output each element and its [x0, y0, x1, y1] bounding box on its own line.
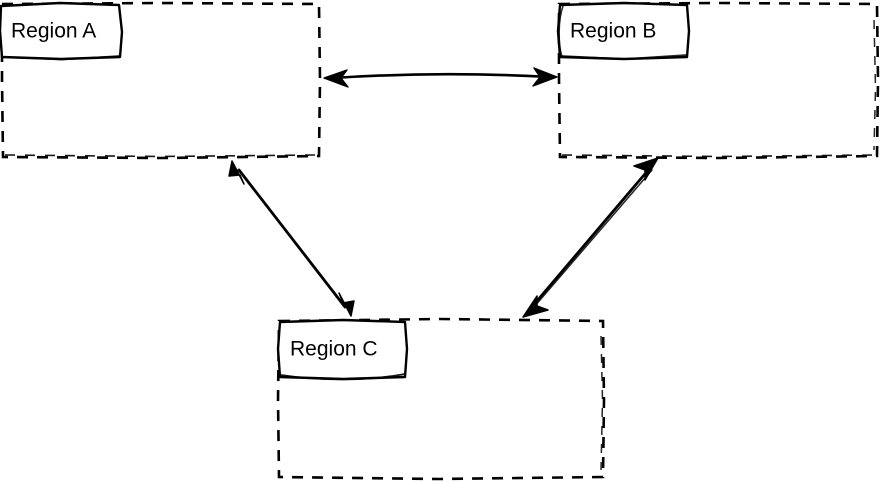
region-c-container-border [276, 317, 606, 481]
region-c-container-border-right-echo [600, 335, 604, 471]
region-a-label-box [0, 1, 124, 61]
region-c-group[interactable]: Region C [276, 317, 606, 481]
region-c-label: Region C [290, 338, 378, 361]
connector-a-c-arrowhead-top [228, 160, 245, 185]
region-c-label-box-echo [280, 373, 406, 381]
connector-c-b-line-echo [533, 169, 653, 308]
connector-c-b[interactable] [522, 157, 659, 318]
region-b-label-box-echo [560, 54, 688, 60]
connector-a-b-arrowhead-right [532, 67, 558, 87]
connector-a-b[interactable] [323, 67, 558, 88]
region-c-label-box [276, 318, 409, 381]
connector-a-c[interactable] [228, 160, 355, 317]
region-b-container-border-right-echo [873, 19, 877, 151]
connector-a-c-line [237, 168, 347, 309]
region-a-label: Region A [11, 20, 96, 43]
connector-a-c-arrowhead-bottom [338, 292, 355, 317]
region-b-label-box-left-echo [558, 5, 564, 58]
region-a-group[interactable]: Region A [0, 1, 322, 160]
region-b-container-border-echo [561, 154, 875, 158]
connector-a-b-arrowhead-left [323, 69, 349, 88]
region-a-label-box-echo [2, 55, 121, 61]
connector-c-b-arrowhead-bottom [522, 295, 549, 318]
region-b-group[interactable]: Region B [556, 1, 880, 160]
region-b-label: Region B [570, 20, 656, 43]
connector-a-b-line [331, 72, 551, 80]
connector-c-b-arrowhead-top [633, 157, 659, 181]
connector-c-b-line [529, 166, 652, 310]
region-a-container-border-echo [4, 154, 317, 158]
region-b-container-border [557, 1, 880, 160]
region-a-container-border [0, 1, 322, 160]
